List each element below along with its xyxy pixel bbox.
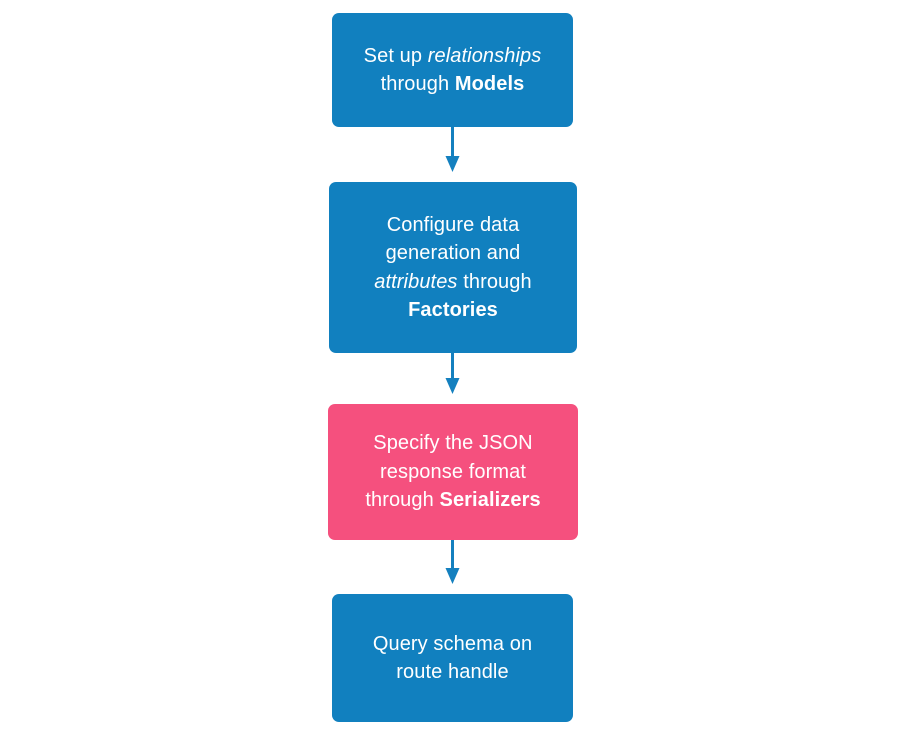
arrowhead-down-icon bbox=[445, 378, 460, 394]
arrowhead-down-icon bbox=[445, 568, 460, 584]
arrowhead-down-icon bbox=[445, 156, 460, 172]
